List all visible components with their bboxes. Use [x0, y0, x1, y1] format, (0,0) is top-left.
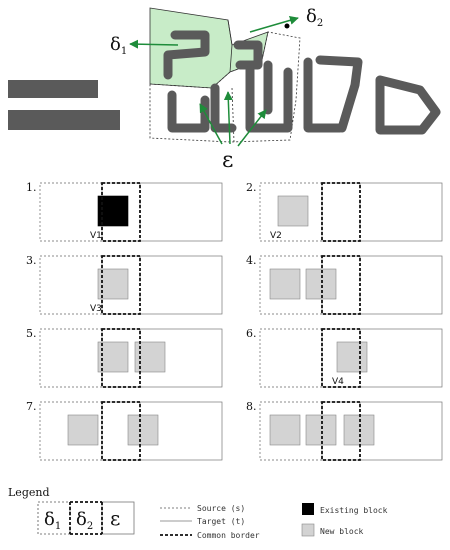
legend-common-label: Common border [197, 531, 260, 540]
panel-7: 7. [26, 400, 223, 461]
panel-number: 5. [26, 327, 37, 340]
panel-2: 2. V2 [246, 181, 443, 242]
legend-existing-label: Existing block [320, 506, 388, 515]
delta2-arrow [249, 15, 299, 33]
delta2-label: δ2 [306, 6, 323, 29]
common-border [321, 255, 361, 315]
new-block [97, 268, 129, 300]
legend-delta2: δ2 [76, 509, 93, 532]
panel-number: 7. [26, 400, 37, 413]
legend-epsilon: ε [110, 506, 120, 530]
panel-8: 8. [246, 400, 443, 461]
top-illustration: δ1 δ2 ε [8, 6, 441, 173]
panel-5: 5. [26, 327, 223, 388]
source-outline [149, 31, 301, 143]
new-block [305, 414, 337, 446]
target-rect [321, 401, 443, 461]
new-block [97, 341, 129, 373]
panel-1: 1. V1 [26, 181, 223, 242]
new-block [343, 414, 375, 446]
common-border [101, 328, 141, 388]
new-block [269, 414, 301, 446]
panel-number: 1. [26, 181, 37, 194]
panel-6: 6. V4 [246, 327, 443, 388]
common-border [321, 401, 361, 461]
legend-existing-swatch [302, 503, 314, 515]
legend-delta1: δ1 [44, 509, 61, 532]
epsilon-split-line [231, 87, 235, 143]
panel-number: 3. [26, 254, 37, 267]
epsilon-arrow-right [237, 109, 267, 147]
epsilon-label: ε [222, 148, 233, 173]
target-rect [321, 255, 443, 315]
new-block [305, 268, 337, 300]
existing-block [97, 195, 129, 227]
panel-4: 4. [246, 254, 443, 315]
glyph-shapes [163, 30, 441, 135]
new-block [336, 341, 368, 373]
common-border [101, 401, 141, 461]
common-border [321, 182, 361, 242]
bar-shape-lower [8, 110, 120, 130]
panel-number: 8. [246, 400, 257, 413]
panel-number: 6. [246, 327, 257, 340]
legend-new-label: New block [320, 527, 364, 536]
bar-shape-upper [8, 80, 98, 98]
delta1-label: δ1 [110, 34, 127, 57]
target-rect [101, 401, 223, 461]
vertex-label: V4 [332, 377, 344, 387]
vertex-label: V3 [90, 304, 102, 314]
panel-number: 4. [246, 254, 257, 267]
delta-split-line [227, 19, 233, 73]
new-block [269, 268, 301, 300]
new-block [277, 195, 309, 227]
legend-source-label: Source (s) [197, 504, 245, 513]
vertex-label: V1 [90, 231, 102, 241]
legend-target-label: Target (t) [197, 517, 245, 526]
epsilon-arrow-left [199, 103, 223, 145]
panel-grid: 1. V1 2. V2 3. V3 4. 5. 6. V4 7. 8. [26, 181, 443, 461]
vertex-label: V2 [270, 231, 282, 241]
panel-number: 2. [246, 181, 257, 194]
legend-title: Legend [8, 486, 50, 499]
target-rect [321, 182, 443, 242]
panel-3: 3. V3 [26, 254, 223, 315]
common-border [321, 328, 361, 388]
legend-new-swatch [301, 523, 315, 537]
legend: Legend δ1 δ2 ε Source (s) Target (t) Com… [8, 486, 388, 540]
new-block [67, 414, 99, 446]
delta1-arrow [129, 39, 179, 49]
epsilon-arrow-mid [223, 91, 233, 145]
common-border [101, 255, 141, 315]
common-border [101, 182, 141, 242]
delta2-dot [284, 23, 290, 29]
new-block [127, 414, 159, 446]
